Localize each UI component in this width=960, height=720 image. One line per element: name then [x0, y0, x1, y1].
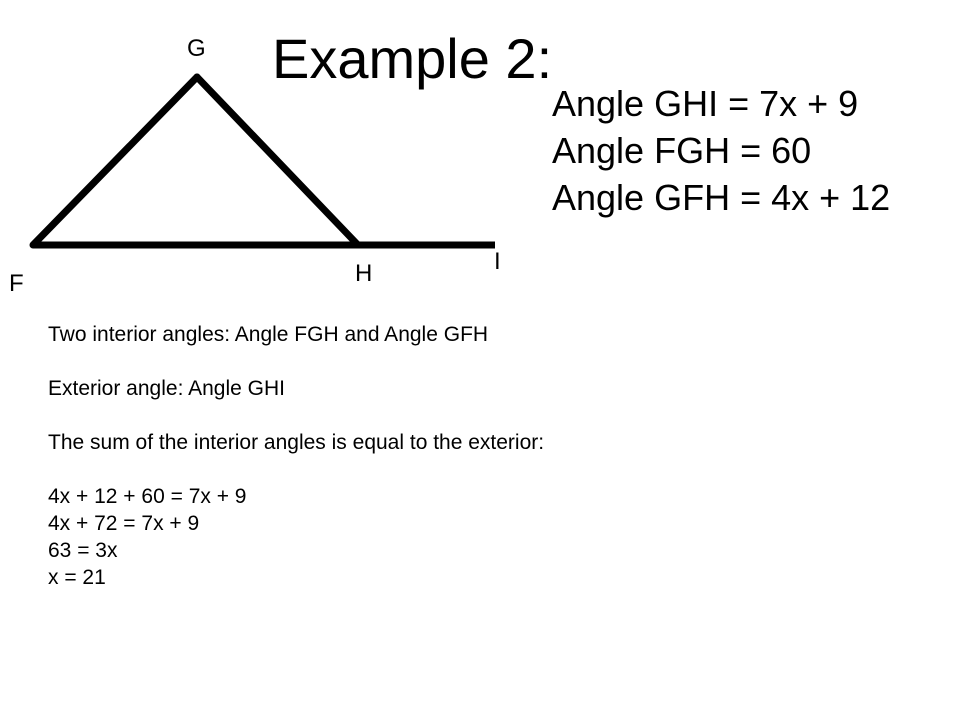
segment-fg — [29, 73, 201, 249]
given-angle-fgh: Angle FGH = 60 — [552, 130, 812, 171]
vertex-label-g: G — [187, 35, 206, 62]
given-angle-gfh: Angle GFH = 4x + 12 — [552, 177, 891, 218]
equation-step: 63 = 3x — [48, 539, 118, 562]
slide-title: Example 2: — [272, 27, 553, 90]
exterior-angle-line: Exterior angle: Angle GHI — [48, 377, 285, 400]
solution-text: Two interior angles: Angle FGH and Angle… — [48, 321, 544, 591]
equation-step: x = 21 — [48, 566, 106, 589]
equation-step: 4x + 12 + 60 = 7x + 9 — [48, 485, 247, 508]
segment-gh — [193, 73, 362, 249]
vertex-label-f: F — [9, 270, 24, 297]
vertex-label-i: I — [494, 248, 501, 275]
rule-line: The sum of the interior angles is equal … — [48, 431, 545, 454]
given-angle-ghi: Angle GHI = 7x + 9 — [552, 83, 859, 124]
given-values: Angle GHI = 7x + 9 Angle FGH = 60 Angle … — [552, 80, 890, 221]
interior-angles-line: Two interior angles: Angle FGH and Angle… — [48, 323, 489, 346]
vertex-label-h: H — [355, 260, 372, 287]
equation-step: 4x + 72 = 7x + 9 — [48, 512, 200, 535]
